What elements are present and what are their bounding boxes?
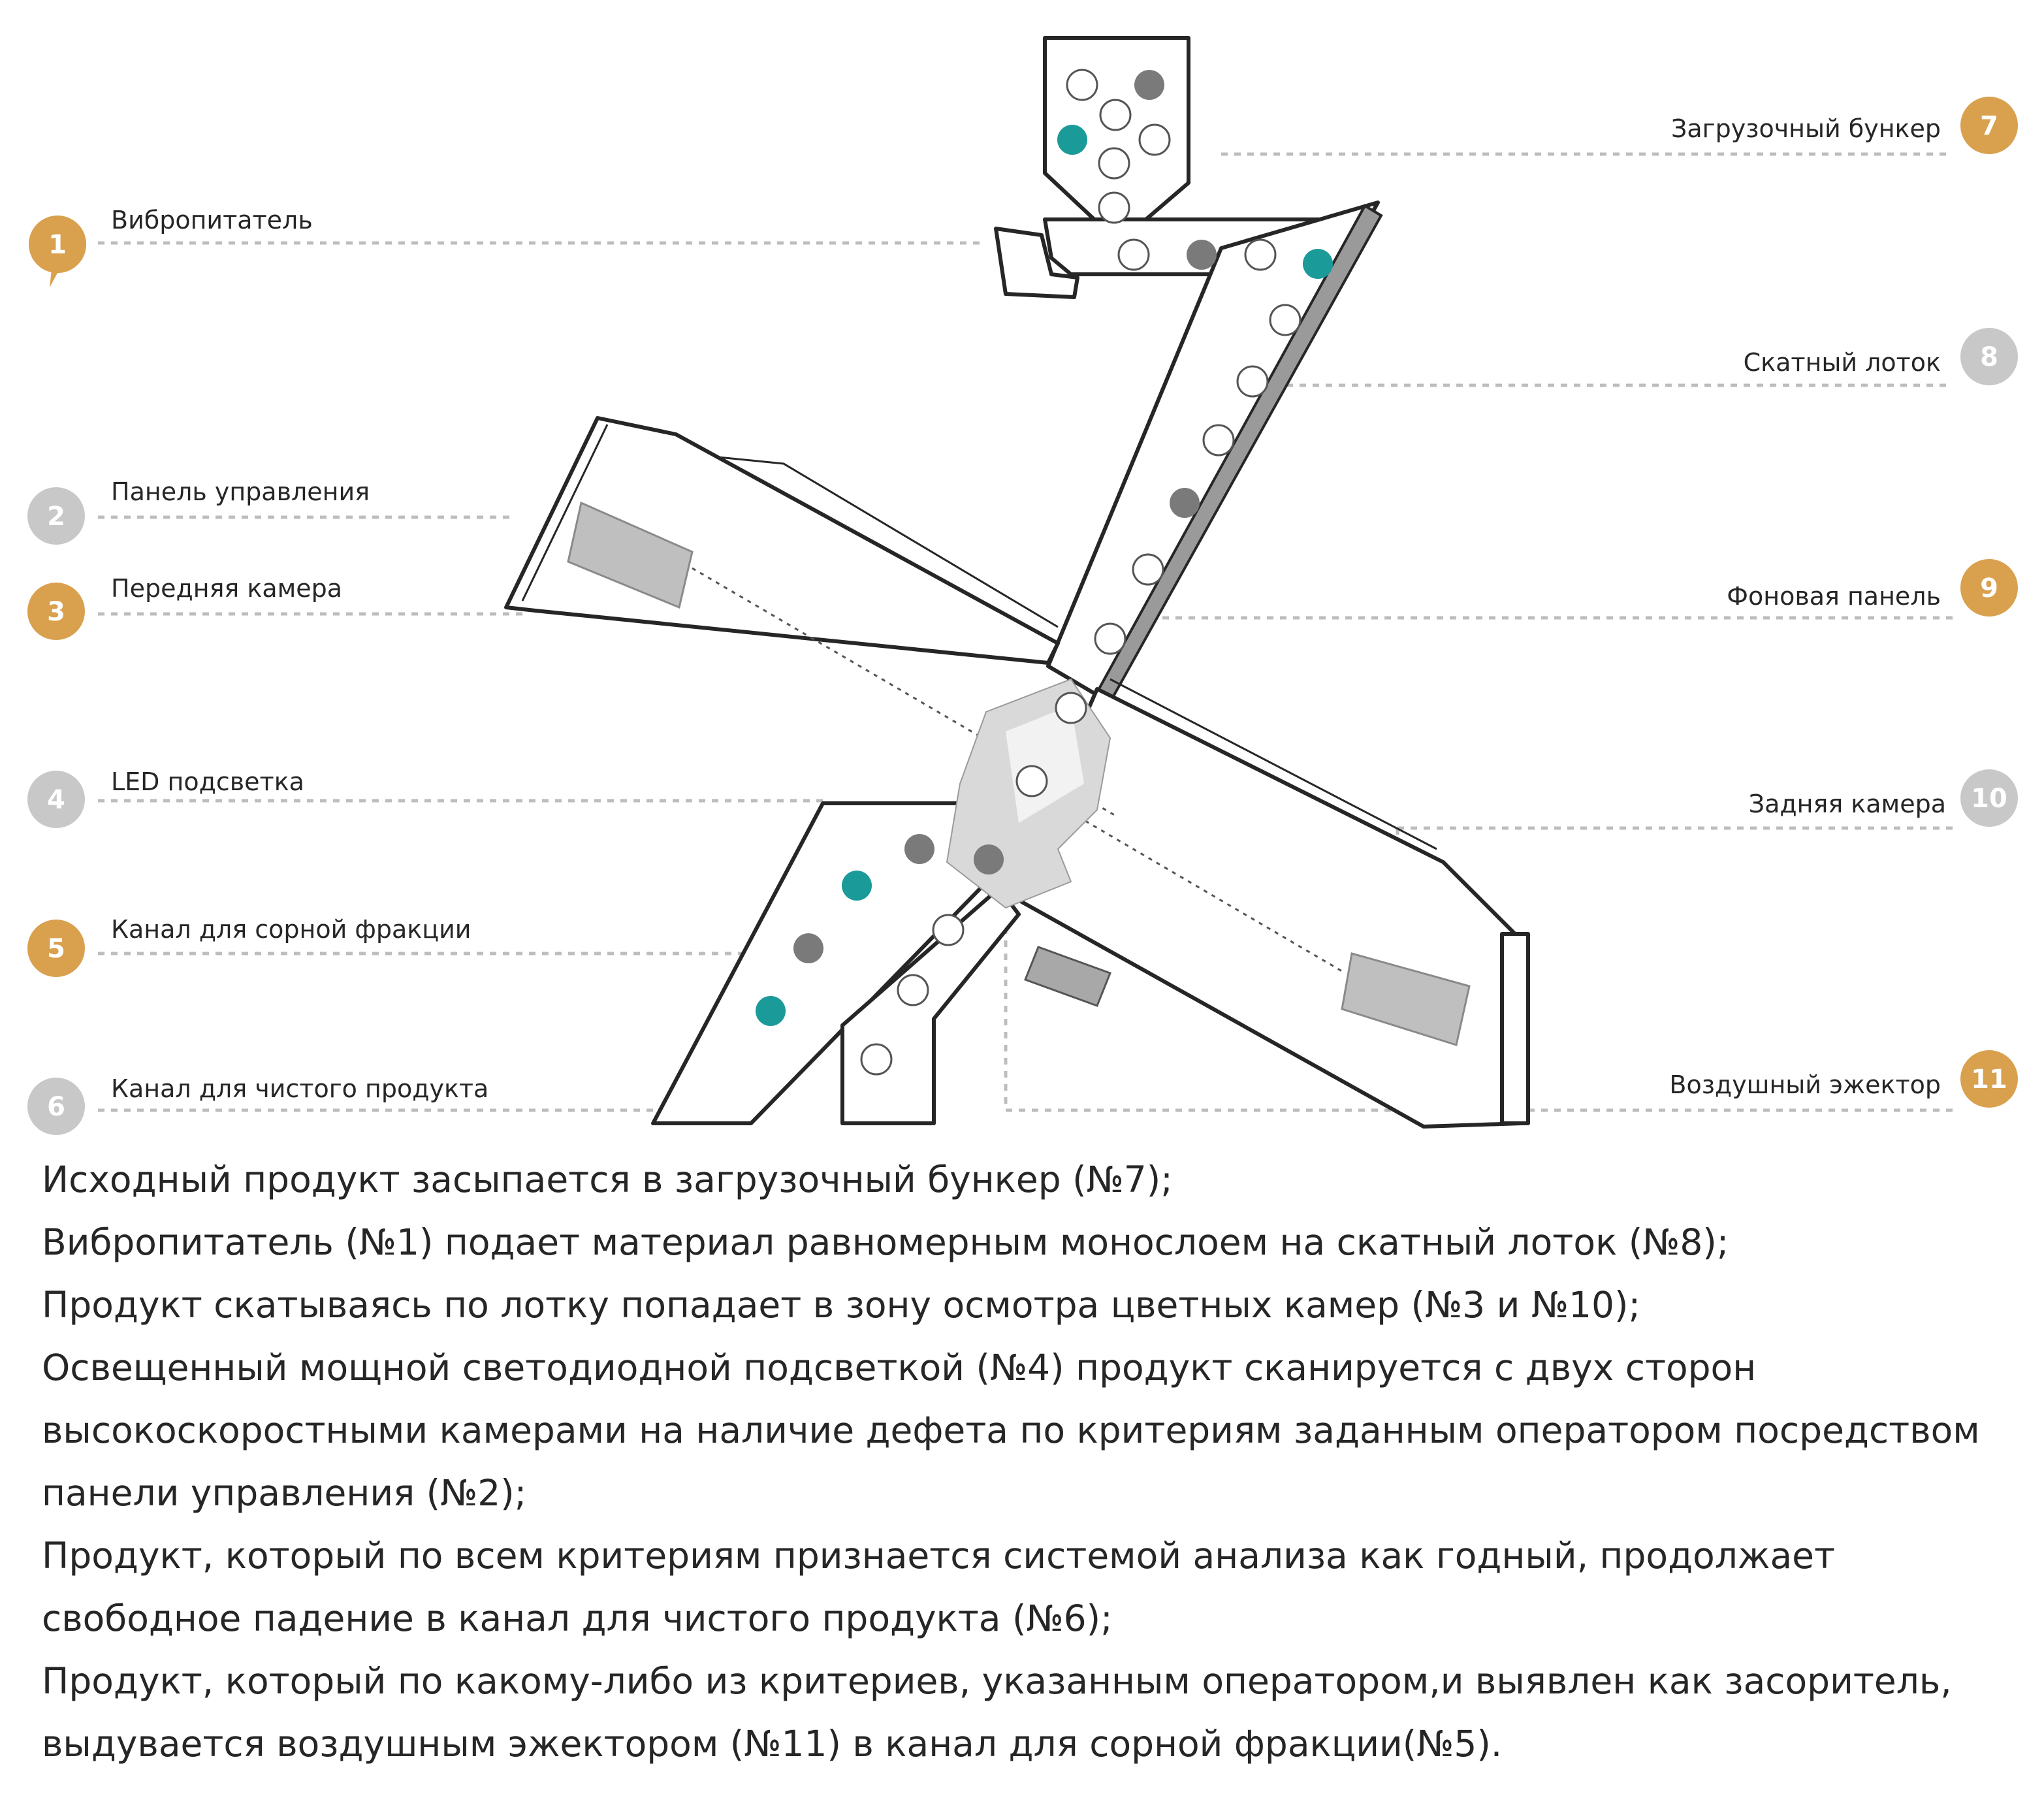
badge-2-number: 2 [47,502,65,532]
callout-1: 1 Вибропитатель [29,206,313,287]
badge-8-number: 8 [1980,342,1998,372]
callout-2: 2 Панель управления [27,477,370,545]
badge-9-number: 9 [1980,573,1998,603]
particles [756,69,1333,1076]
particle-clean [1015,765,1048,797]
callout-9: 9 Фоновая панель [1727,559,2018,617]
label-vibrofeeder: Вибропитатель [111,206,313,234]
description-line: Вибропитатель (№1) подает материал равно… [42,1221,1729,1263]
particle-clean [1202,424,1235,457]
badge-6-number: 6 [47,1092,65,1122]
callout-11: 11 Воздушный эжектор [1669,1050,2018,1108]
sorter-machine [504,36,1530,1129]
particle-clean [1236,365,1269,398]
badge-11-number: 11 [1971,1065,2007,1095]
particle-clean [1066,69,1098,101]
badge-10-number: 10 [1971,784,2007,814]
particle-defect [974,844,1004,874]
front-housing-top [718,456,1059,628]
label-chute: Скатный лоток [1744,348,1941,377]
badge-11 [1960,1050,2018,1108]
particle-defect [793,933,823,963]
callout-4: 4 LED подсветка [27,767,304,828]
particle-clean [897,974,929,1006]
label-background-panel: Фоновая панель [1727,582,1941,611]
particle-clean [1117,238,1150,271]
badge-6 [27,1078,85,1135]
particle-clean [1269,304,1301,336]
rear-housing-top [1110,678,1437,850]
label-led: LED подсветка [111,767,304,796]
badge-4-number: 4 [47,785,65,815]
callout-5: 5 Канал для сорной фракции [27,915,471,977]
description-line: Исходный продукт засыпается в загрузочны… [42,1159,1173,1200]
callout-3: 3 Передняя камера [27,574,342,640]
description-line: Освещенный мощной светодиодной подсветко… [42,1347,1980,1514]
air-ejector [1500,932,1530,1125]
callout-10: 10 Задняя камера [1749,769,2018,827]
particle-defect-teal [842,871,872,901]
badge-5 [27,920,85,977]
front-housing-edge [521,424,609,601]
callout-7: 7 Загрузочный бункер [1671,97,2018,154]
description-line: Продукт скатываясь по лотку попадает в з… [42,1284,1641,1326]
particle-clean [932,914,965,946]
label-front-camera: Передняя камера [111,574,342,603]
description-line: Продукт, который по какому-либо из крите… [42,1660,1952,1765]
sorter-diagram: 1 Вибропитатель 2 Панель управления 3 Пе… [27,36,2018,1135]
label-waste-channel: Канал для сорной фракции [111,915,471,944]
particle-clean [1094,622,1126,655]
badge-3-number: 3 [47,597,65,627]
particle-clean [1132,553,1164,586]
label-clean-channel: Канал для чистого продукта [111,1074,488,1103]
badge-10 [1960,769,2018,827]
particle-clean [1244,238,1277,271]
rear-scan-beam [1077,815,1346,974]
rear-camera [1341,952,1471,1046]
badge-2 [27,487,85,545]
callout-6: 6 Канал для чистого продукта [27,1074,488,1135]
particle-defect-teal [1303,249,1333,279]
particle-defect [1187,240,1217,270]
particle-defect [904,834,934,864]
badge-9 [1960,559,2018,617]
label-hopper: Загрузочный бункер [1671,114,1941,143]
particle-clean [1098,147,1130,180]
badge-5-number: 5 [47,934,65,964]
particle-defect [1134,70,1164,100]
label-control-panel: Панель управления [111,477,370,506]
label-air-ejector: Воздушный эжектор [1669,1070,1941,1099]
badge-1-number: 1 [48,230,67,260]
particle-clean [1098,191,1130,224]
badge-7 [1960,97,2018,154]
particle-defect-teal [1057,125,1087,155]
label-rear-camera: Задняя камера [1749,790,1946,818]
badge-8 [1960,328,2018,385]
badge-3 [27,583,85,640]
front-camera [567,501,694,609]
front-camera-housing [504,416,1060,665]
particle-clean [1099,99,1132,131]
process-description: Исходный продукт засыпается в загрузочны… [42,1148,2014,1775]
callout-8: 8 Скатный лоток [1744,328,2018,385]
particle-defect [1170,488,1200,518]
particle-clean [1138,123,1171,156]
particle-clean [860,1043,893,1076]
description-line: Продукт, который по всем критериям призн… [42,1535,1836,1639]
particle-defect-teal [756,996,786,1026]
particle-clean [1055,692,1087,724]
badge-4 [27,771,85,828]
badge-7-number: 7 [1980,111,1998,141]
vibrofeeder [994,227,1079,299]
lower-flap [1024,946,1111,1007]
